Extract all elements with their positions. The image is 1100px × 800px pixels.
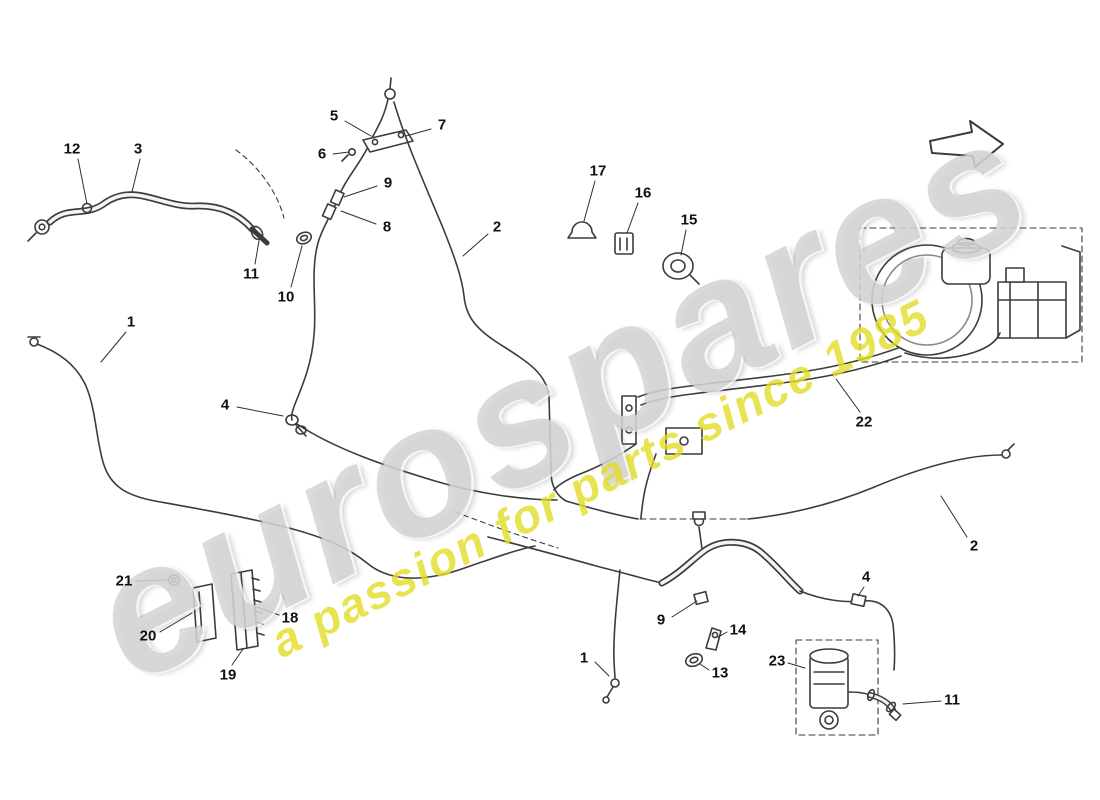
pipe-clamp	[693, 590, 709, 606]
square-clip	[614, 232, 634, 255]
pipe-clip	[329, 189, 345, 207]
leader-line	[344, 120, 372, 137]
pipe-end-fitting	[384, 88, 396, 100]
pipe-clip	[321, 203, 337, 221]
leader-line	[717, 631, 728, 638]
leader-line	[159, 612, 193, 633]
leader-line	[405, 128, 432, 137]
brake-pipe-1	[27, 336, 536, 579]
direction-arrow-icon	[929, 120, 1004, 168]
bracket	[665, 427, 703, 455]
hose-clamp	[866, 688, 876, 702]
pipe-end-fitting	[29, 337, 39, 347]
leader-line	[100, 331, 127, 363]
support-bracket	[705, 627, 722, 651]
rear-pipe-hose-assembly	[487, 511, 896, 704]
banjo-fitting	[34, 219, 50, 235]
leader-line	[594, 661, 610, 677]
bolt	[347, 148, 356, 157]
pump-motor	[819, 710, 839, 730]
front-brake-pipe	[290, 77, 414, 421]
leader-line	[77, 158, 88, 205]
leader-lines	[77, 120, 968, 705]
omega-clip	[567, 221, 597, 239]
brake-hose-assembly	[27, 149, 285, 246]
leader-line	[835, 378, 861, 413]
leader-line	[671, 600, 698, 618]
leader-line	[332, 151, 350, 155]
pipe-retainer-clips	[567, 221, 700, 285]
leader-line	[236, 406, 284, 417]
hydraulic-pump-assembly	[795, 639, 902, 736]
leader-line	[340, 210, 377, 225]
leader-line	[131, 158, 141, 193]
pipe-end-fitting	[1001, 449, 1011, 459]
heat-shield-plates	[168, 569, 265, 651]
abs-unit	[997, 281, 1067, 339]
bracket-plate	[621, 395, 637, 445]
leader-line	[680, 229, 687, 256]
servo-body	[871, 244, 983, 356]
brake-servo-assembly	[859, 227, 1083, 363]
leader-line	[940, 495, 968, 538]
fluid-reservoir	[941, 247, 991, 285]
brake-pipe-2-right	[747, 443, 1015, 520]
nut	[168, 574, 180, 586]
reservoir-cap	[957, 237, 975, 247]
brake-pipe-2	[393, 101, 749, 520]
leader-line	[290, 245, 303, 288]
mounting-bracket	[362, 129, 414, 153]
leader-line	[699, 663, 710, 671]
leader-line	[787, 662, 806, 669]
leader-line	[231, 648, 244, 666]
hose-clamp	[684, 652, 704, 668]
leader-line	[254, 240, 260, 265]
pipe-junction	[285, 414, 307, 437]
leader-line	[135, 579, 168, 582]
leader-line	[857, 586, 865, 597]
hidden-pipe-dashed	[454, 511, 559, 549]
shield-plate	[192, 583, 217, 643]
leader-line	[253, 605, 280, 616]
pipe-clip	[850, 593, 867, 608]
leader-line	[902, 700, 942, 705]
leader-line	[583, 180, 596, 222]
grommet	[295, 231, 313, 245]
rubber-grommet	[662, 252, 694, 280]
leader-line	[343, 185, 378, 198]
leader-line	[626, 202, 639, 234]
brake-pipe-diagonal	[296, 423, 558, 501]
servo-pipes	[553, 347, 902, 520]
pipe-end-fitting	[610, 678, 620, 688]
leader-line	[462, 233, 489, 257]
